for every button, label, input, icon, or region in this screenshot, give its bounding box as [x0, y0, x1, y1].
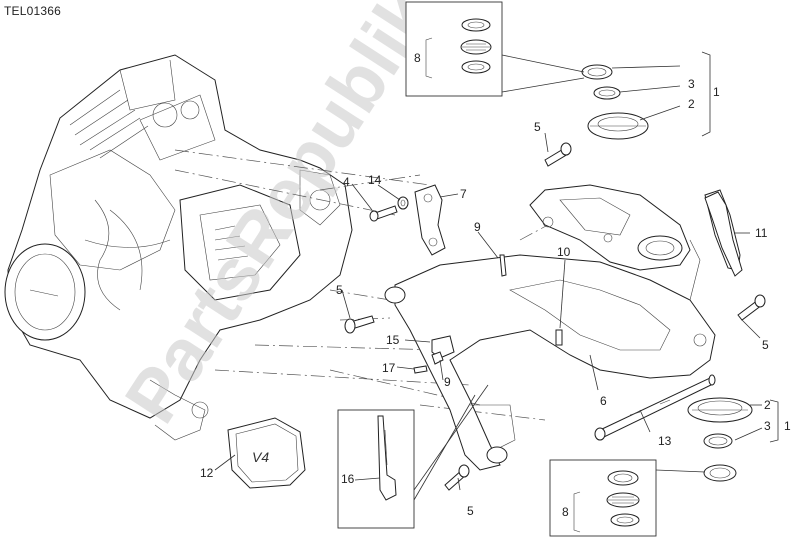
callout-9-top: 9 — [474, 220, 481, 234]
bolt-4 — [369, 205, 398, 222]
callout-11: 11 — [755, 226, 768, 240]
leader-lines — [214, 51, 779, 491]
seal-3-bottom — [703, 433, 733, 449]
alignment-lines — [174, 149, 586, 421]
callout-9-bottom: 9 — [444, 375, 451, 389]
engine-assembly — [4, 54, 353, 441]
callout-10: 10 — [557, 245, 571, 259]
v4-cover: V4 — [227, 417, 306, 489]
callout-1-bottom: 1 — [784, 419, 791, 433]
callout-14: 14 — [368, 173, 382, 187]
ring-1-top — [581, 64, 613, 80]
callout-4: 4 — [343, 175, 350, 189]
bearing-2-top — [587, 112, 649, 140]
engine-mount-bracket — [414, 184, 446, 256]
callout-5-left: 5 — [336, 283, 343, 297]
detail-box-top — [405, 1, 585, 97]
callout-3-bottom: 3 — [764, 419, 771, 433]
seal-3-top — [593, 86, 621, 100]
callout-5-bottom: 5 — [467, 504, 474, 518]
bracket-11 — [704, 191, 743, 277]
callout-17: 17 — [382, 361, 396, 375]
rod-13 — [594, 374, 716, 441]
callout-5-top: 5 — [534, 120, 541, 134]
callout-1-top: 1 — [713, 85, 720, 99]
ring-1-bottom — [703, 464, 737, 482]
callout-8-top: 8 — [414, 51, 421, 65]
bolt-5-right — [737, 294, 766, 321]
callout-numbers: 1 2 3 8 5 4 14 7 9 10 11 5 5 15 17 9 6 2… — [200, 51, 791, 519]
bolt-5-left — [344, 315, 375, 334]
callout-8-bottom: 8 — [562, 505, 569, 519]
callout-6: 6 — [600, 394, 607, 408]
callout-16: 16 — [341, 472, 355, 486]
pin-10 — [555, 329, 563, 346]
bolt-5-bottom — [444, 464, 470, 491]
detail-box-bottom — [549, 459, 706, 537]
detail-box-clip — [337, 384, 489, 529]
callout-12: 12 — [200, 466, 214, 480]
callout-3-top: 3 — [688, 77, 695, 91]
bolt-5-top — [544, 142, 572, 167]
callout-7: 7 — [460, 187, 467, 201]
callout-15: 15 — [386, 333, 400, 347]
screw-17 — [413, 365, 428, 374]
bearing-2-bottom — [687, 397, 753, 423]
callout-5-right: 5 — [762, 338, 769, 352]
callout-2-top: 2 — [688, 97, 695, 111]
callout-13: 13 — [658, 434, 672, 448]
drawing-code: TEL01366 — [4, 4, 61, 18]
washer-14 — [397, 196, 409, 210]
screw-9-top — [499, 254, 507, 277]
callout-2-bottom: 2 — [764, 398, 771, 412]
v4-badge: V4 — [252, 449, 269, 465]
